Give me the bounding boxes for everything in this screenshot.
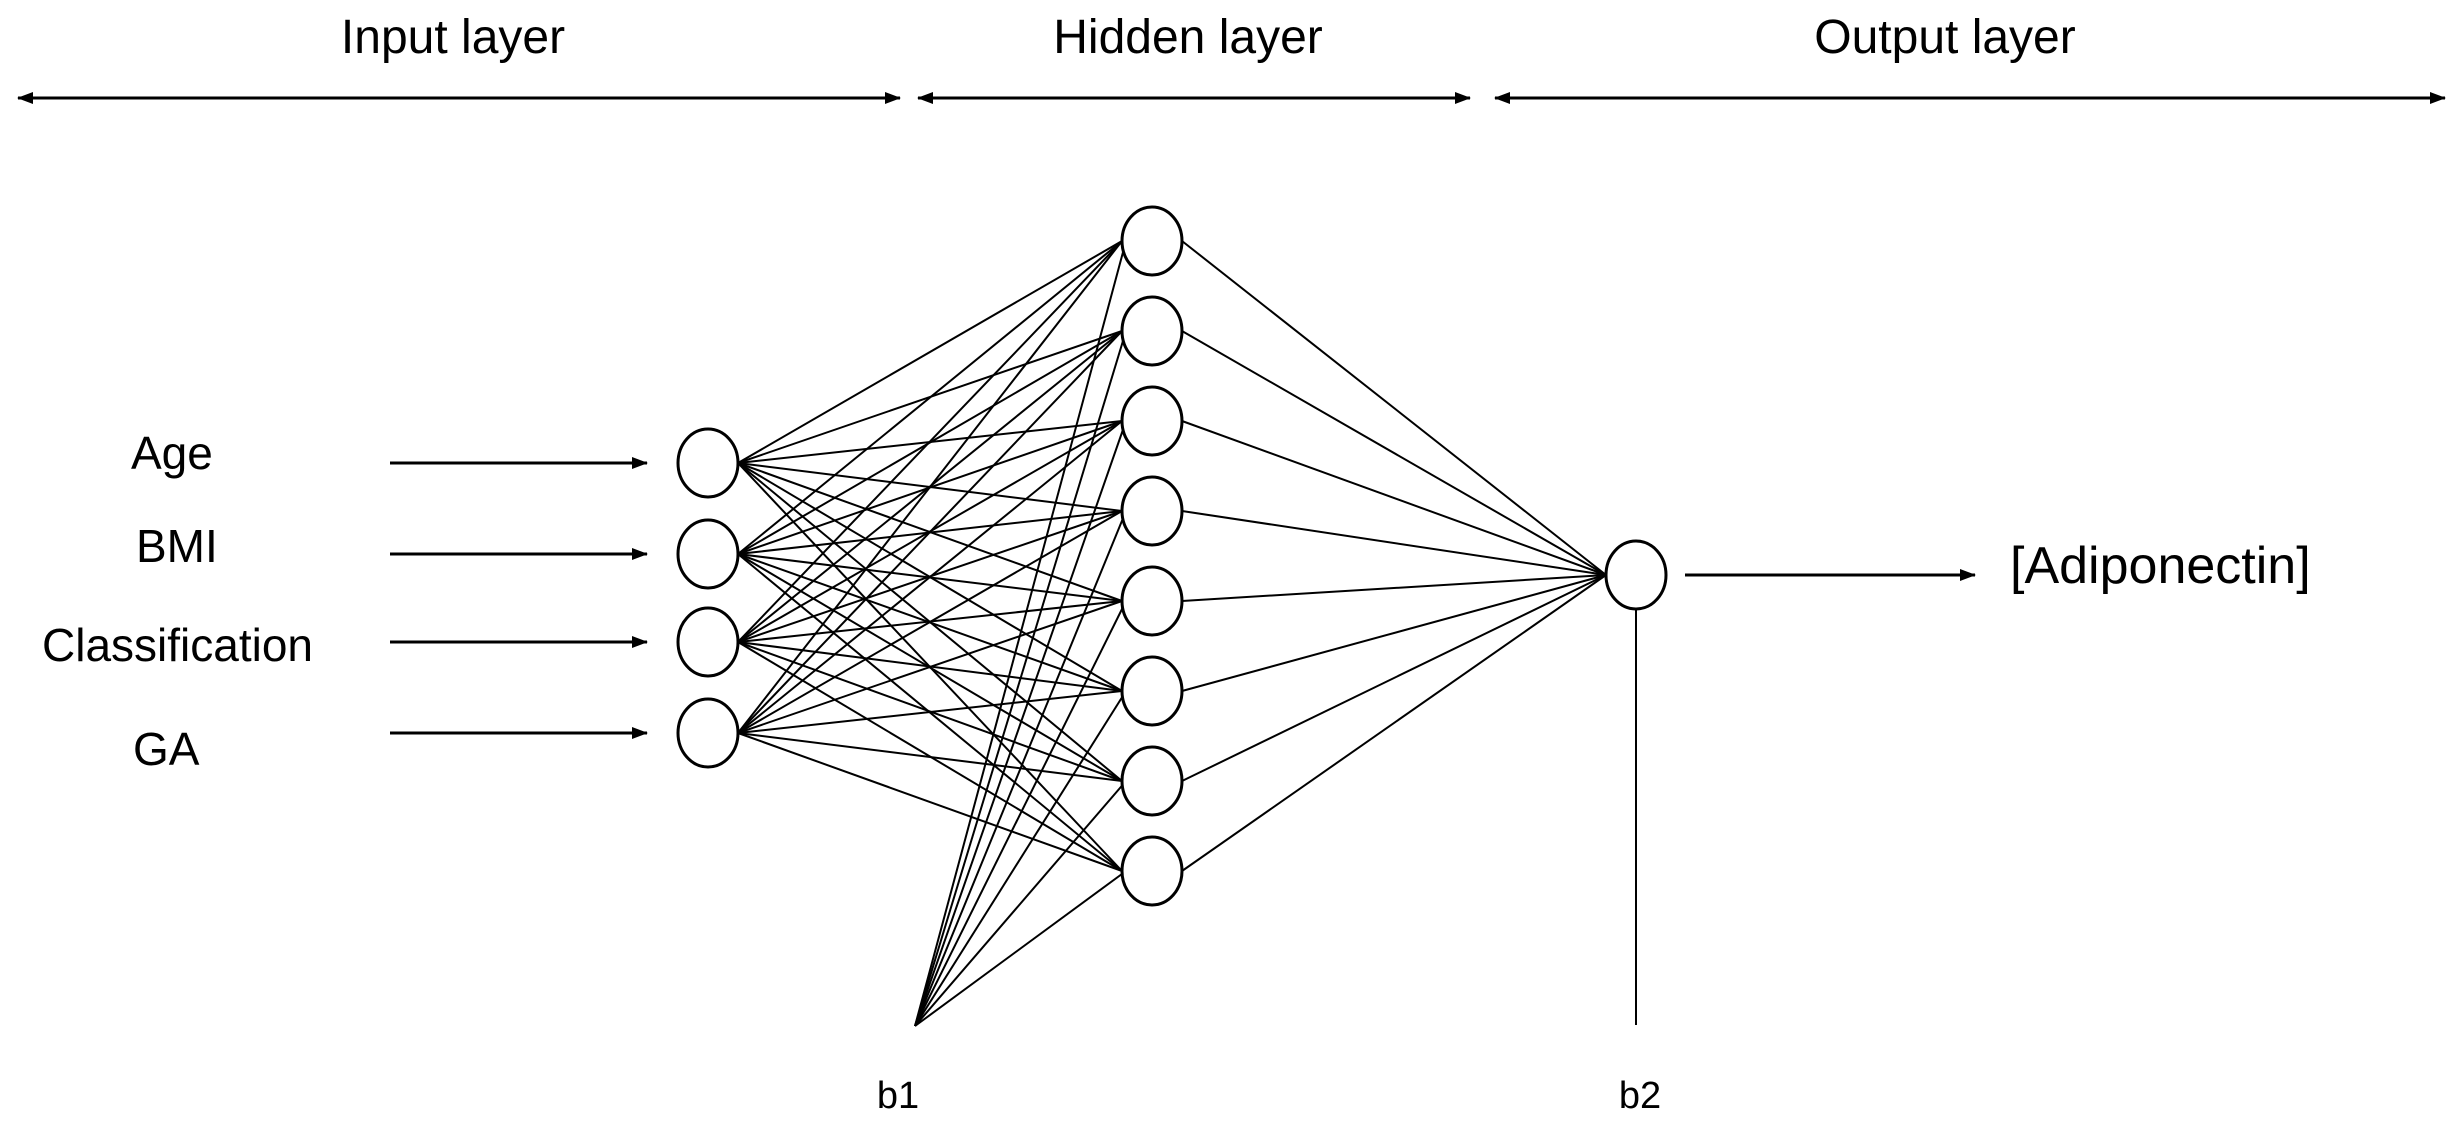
connection-input-1-hidden-1 — [737, 240, 1123, 464]
hidden-node-1 — [1120, 205, 1184, 277]
input-layer-title: Input layer — [340, 11, 566, 64]
connection-bias-b1-hidden-3 — [914, 420, 1127, 1027]
input-label-bmi: BMI — [136, 520, 218, 572]
input-label-age: Age — [131, 427, 213, 479]
connection-hidden-1-output — [1181, 240, 1607, 576]
connection-hidden-4-output — [1181, 510, 1607, 576]
connection-hidden-3-output — [1181, 420, 1607, 576]
connection-hidden-2-output — [1181, 330, 1607, 576]
connection-input-4-hidden-4 — [737, 510, 1123, 734]
connection-bias-b1-hidden-6 — [914, 690, 1127, 1027]
output-node — [1604, 539, 1668, 611]
connection-input-4-hidden-2 — [737, 330, 1123, 734]
connection-hidden-8-output — [1181, 574, 1607, 872]
input-arrows — [390, 457, 1976, 739]
connection-bias-b1-hidden-1 — [914, 240, 1127, 1027]
input-label-classification: Classification — [42, 619, 313, 671]
input-node-3 — [676, 606, 740, 678]
connection-input-4-hidden-6 — [737, 690, 1123, 734]
connections — [737, 240, 1637, 1027]
connection-input-2-hidden-1 — [737, 240, 1123, 555]
hidden-node-5 — [1120, 565, 1184, 637]
input-node-2 — [676, 518, 740, 590]
nodes — [676, 205, 1668, 907]
input-label-ga: GA — [133, 723, 200, 775]
hidden-node-7 — [1120, 745, 1184, 817]
hidden-node-4 — [1120, 475, 1184, 547]
connection-input-3-hidden-1 — [737, 240, 1123, 643]
connection-hidden-5-output — [1181, 574, 1607, 602]
hidden-layer-title: Hidden layer — [1053, 11, 1323, 64]
connection-hidden-7-output — [1181, 574, 1607, 782]
bias-label-b1: b1 — [876, 1075, 920, 1117]
output-label: [Adiponectin] — [2010, 537, 2311, 595]
output-layer-title: Output layer — [1814, 11, 2076, 64]
connection-input-4-hidden-3 — [737, 420, 1123, 734]
hidden-node-3 — [1120, 385, 1184, 457]
connection-hidden-6-output — [1181, 574, 1607, 692]
connection-input-4-hidden-7 — [737, 732, 1123, 782]
connection-bias-b1-hidden-2 — [914, 330, 1127, 1027]
hidden-node-6 — [1120, 655, 1184, 727]
connection-bias-b1-hidden-8 — [914, 870, 1127, 1027]
connection-bias-b1-hidden-7 — [914, 780, 1127, 1027]
connection-input-4-hidden-5 — [737, 600, 1123, 734]
connection-input-4-hidden-1 — [737, 240, 1123, 734]
hidden-node-2 — [1120, 295, 1184, 367]
bias-label-b2: b2 — [1618, 1075, 1662, 1117]
connection-bias-b1-hidden-4 — [914, 510, 1127, 1027]
connection-input-4-hidden-8 — [737, 732, 1123, 872]
hidden-node-8 — [1120, 835, 1184, 907]
connection-bias-b1-hidden-5 — [914, 600, 1127, 1027]
input-node-1 — [676, 427, 740, 499]
input-node-4 — [676, 697, 740, 769]
